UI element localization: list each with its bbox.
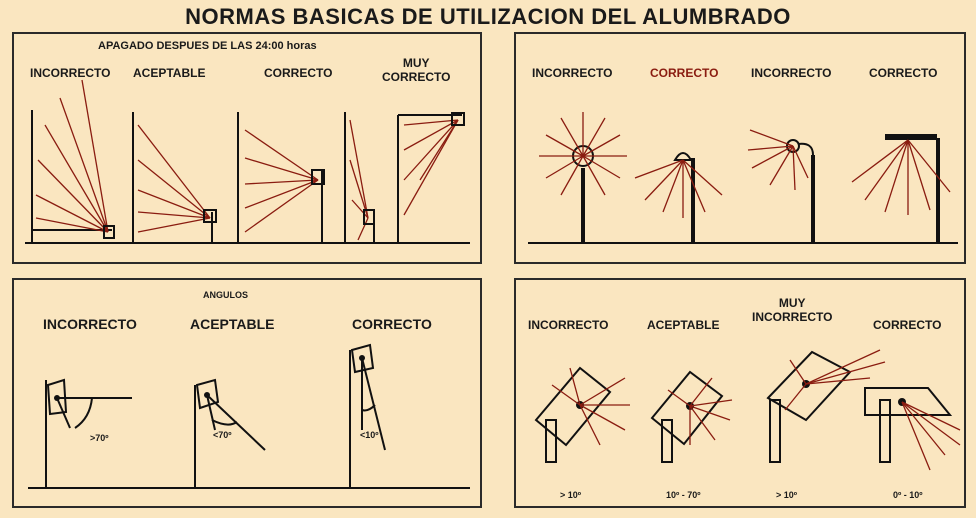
bl-label-incorrecto: INCORRECTO [43, 316, 137, 332]
angles-heading: ANGULOS [203, 290, 248, 300]
br-angle-1: > 10º [560, 490, 582, 500]
br-label-correcto: CORRECTO [873, 318, 942, 332]
br-angle-2: 10º - 70º [666, 490, 701, 500]
tr-label-2: CORRECTO [650, 66, 719, 80]
tr-label-4: CORRECTO [869, 66, 938, 80]
angle-gt70: >70º [90, 433, 109, 443]
tl-label-muy-correcto: MUY CORRECTO [382, 56, 451, 84]
tr-label-3: INCORRECTO [751, 66, 832, 80]
tr-label-1: INCORRECTO [532, 66, 613, 80]
bl-label-aceptable: ACEPTABLE [190, 316, 275, 332]
panel-cutoff-schedule [12, 32, 482, 264]
tl-label-incorrecto: INCORRECTO [30, 66, 111, 80]
panel-angles [12, 278, 482, 508]
br-label-muy-incorrecto: MUY INCORRECTO [752, 296, 833, 324]
tl-label-aceptable: ACEPTABLE [133, 66, 206, 80]
br-angle-3: > 10º [776, 490, 798, 500]
br-label-aceptable: ACEPTABLE [647, 318, 720, 332]
page-title: NORMAS BASICAS DE UTILIZACION DEL ALUMBR… [185, 4, 791, 29]
bl-label-correcto: CORRECTO [352, 316, 432, 332]
angle-lt70: <70º [213, 430, 232, 440]
schedule-note: APAGADO DESPUES DE LAS 24:00 horas [98, 40, 317, 52]
panel-tilt-examples [514, 278, 966, 508]
br-angle-4: 0º - 10º [893, 490, 923, 500]
tl-label-correcto: CORRECTO [264, 66, 333, 80]
panel-luminaire-types [514, 32, 966, 264]
br-label-incorrecto: INCORRECTO [528, 318, 609, 332]
angle-lt10: <10º [360, 430, 379, 440]
